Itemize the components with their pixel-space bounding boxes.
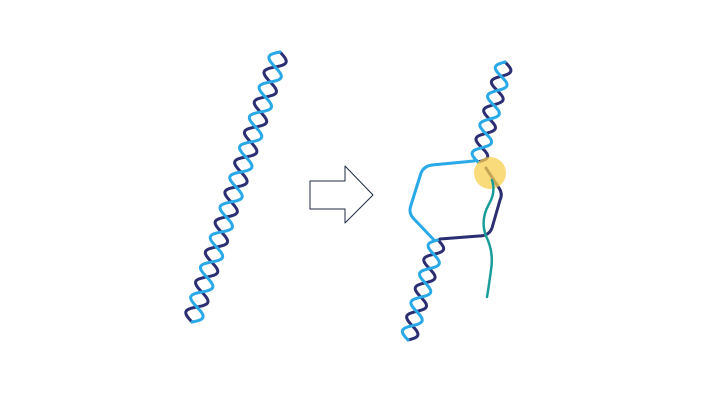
displaced-loop-light [408,159,476,242]
upper-helix-strand-dark [474,60,513,164]
lower-helix-strand-dark [405,238,446,342]
highlight-circle-icon [474,157,506,189]
right-arrow-icon [309,165,374,224]
helix-strand-light [189,50,283,324]
dna-double-helix-icon [184,50,288,324]
lower-helix-strand-light [400,238,441,342]
upper-helix-strand-light [470,60,509,164]
dna-strand-invasion-icon [400,60,513,342]
invading-strand [482,178,495,299]
displaced-loop-dark [438,166,503,241]
